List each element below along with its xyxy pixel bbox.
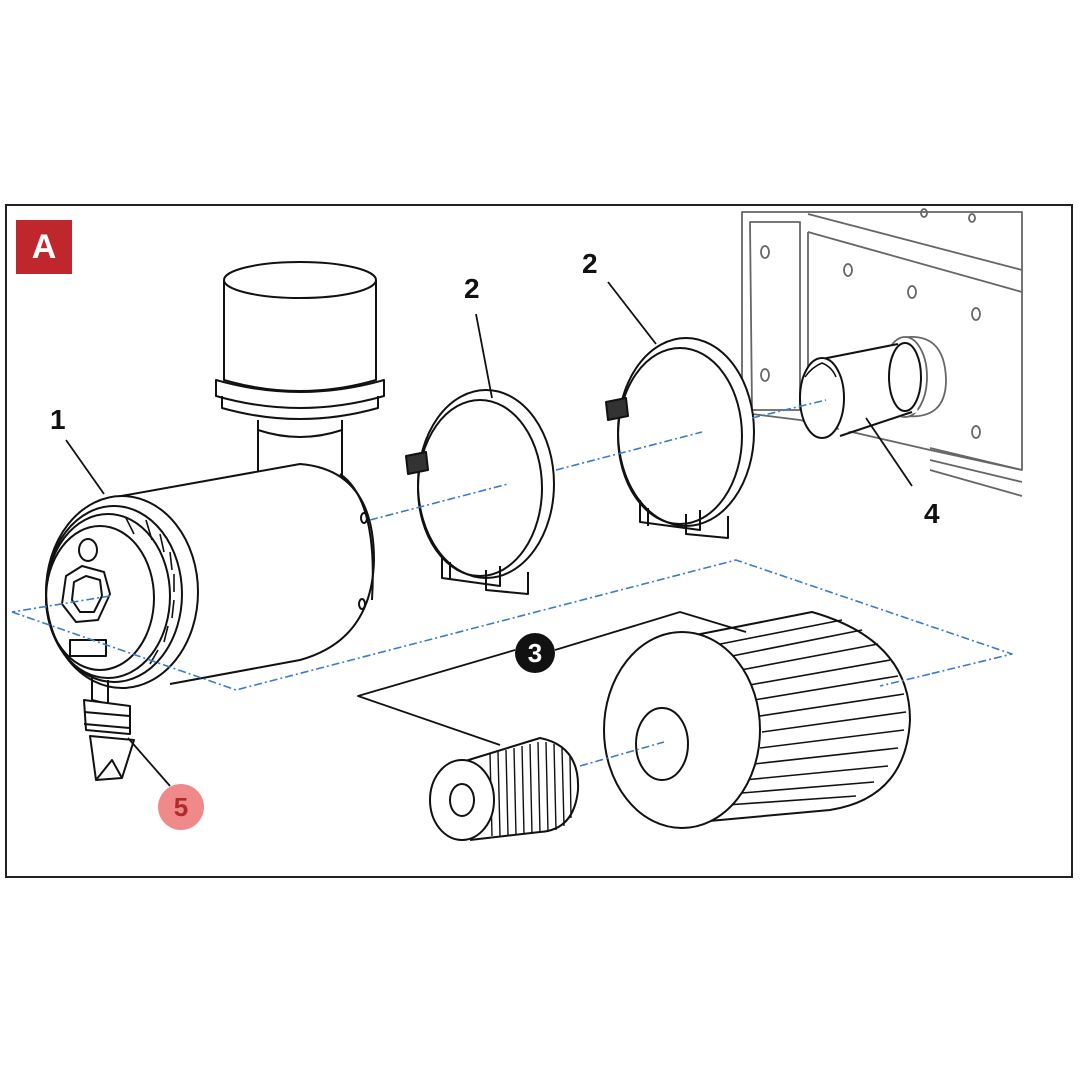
callout-clamp-left: 2	[464, 273, 480, 304]
callout-clamp-right: 2	[582, 248, 598, 279]
assembly-axis-lines	[11, 399, 1013, 767]
hose-clamp-right	[605, 337, 755, 539]
hose-clamp-left	[405, 389, 555, 595]
callout-filter-elements: 3	[515, 633, 555, 673]
callout-housing: 1	[50, 404, 66, 435]
intake-tube	[799, 342, 922, 439]
callout-intake-tube: 4	[924, 498, 940, 529]
callout-drain-valve: 5	[158, 784, 204, 830]
figure-badge: A	[16, 220, 72, 274]
inner-filter-element	[429, 737, 580, 841]
outer-filter-element	[603, 611, 911, 829]
figure-frame	[5, 204, 1073, 878]
leader-lines	[65, 281, 913, 787]
air-filter-housing	[45, 261, 385, 781]
